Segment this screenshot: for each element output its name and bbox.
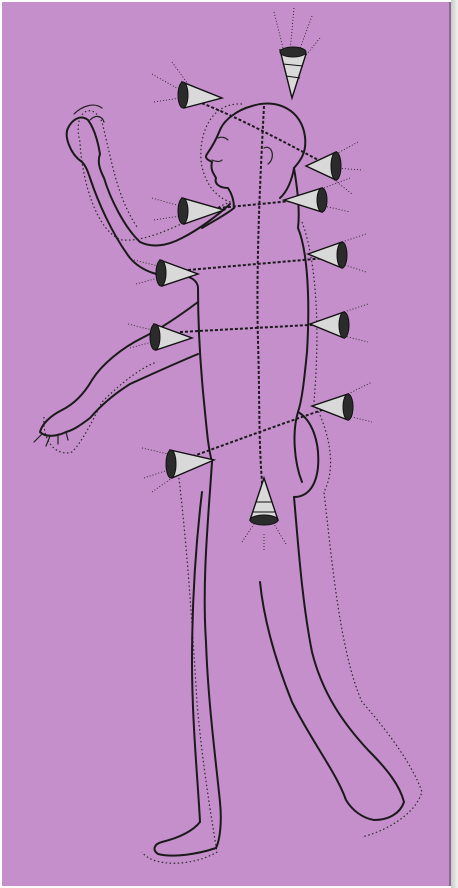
band-waist <box>180 324 328 332</box>
central-channel <box>257 106 264 502</box>
cone-forehead <box>152 62 222 108</box>
aura-outline <box>44 104 422 863</box>
cone-sacral-front <box>142 448 214 492</box>
cone-root <box>242 478 286 550</box>
cone-throat-front <box>152 198 224 224</box>
ear <box>264 147 272 164</box>
cone-crown <box>274 8 320 98</box>
cone-back-head <box>306 142 362 194</box>
cone-solar-back <box>310 304 368 342</box>
illustration-panel <box>2 2 451 886</box>
human-figure-illustration <box>2 2 451 886</box>
raised-arm <box>67 118 230 288</box>
cone-heart-front <box>134 260 198 286</box>
cone-heart-back <box>308 234 366 272</box>
cone-solar-front <box>128 324 192 350</box>
right-edge-shadow <box>451 0 458 888</box>
buttock <box>295 412 302 482</box>
torso-back <box>294 168 318 497</box>
cone-throat-back <box>284 178 350 212</box>
lower-arm <box>40 302 198 436</box>
torso-front <box>198 208 234 462</box>
back-leg <box>260 497 404 820</box>
front-leg <box>155 462 221 856</box>
head-outline <box>206 104 305 208</box>
raised-hand-fingers <box>74 105 104 122</box>
